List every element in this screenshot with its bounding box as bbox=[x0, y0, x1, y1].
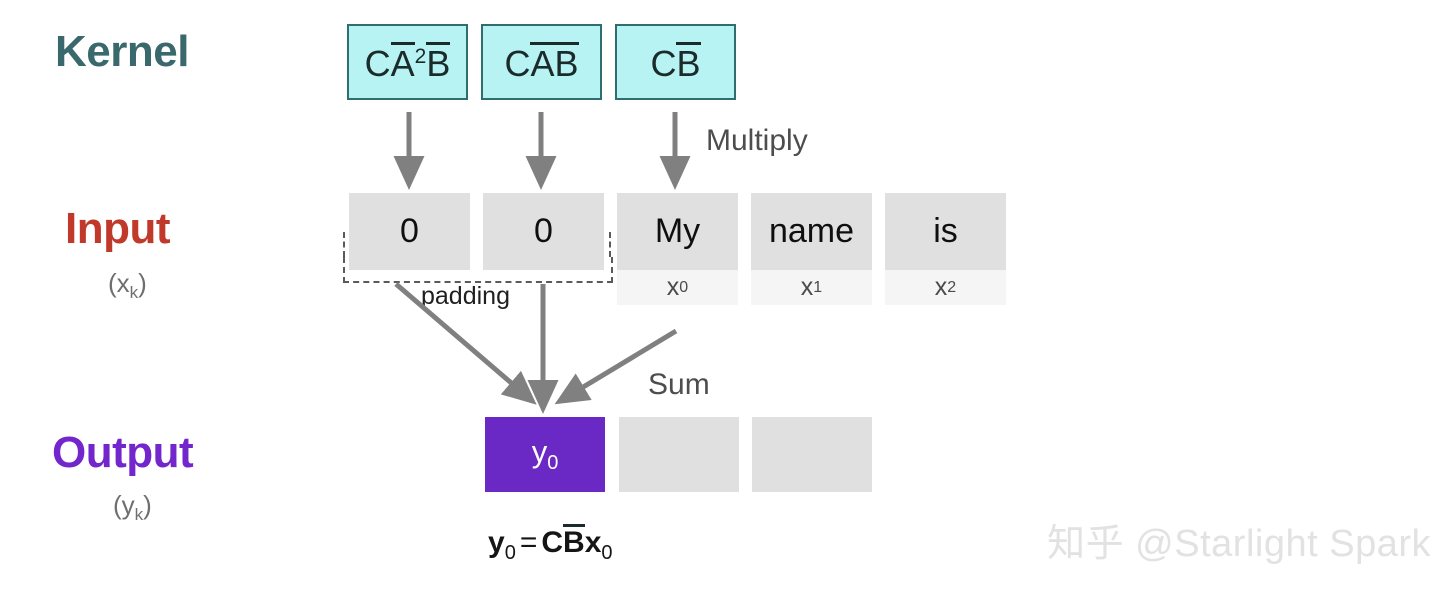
sum-label: Sum bbox=[648, 368, 710, 401]
input-sub-4-idx: 2 bbox=[947, 278, 957, 296]
formula-c: C bbox=[541, 526, 564, 559]
kernel-1-a-bar: A bbox=[530, 42, 555, 84]
kernel-0-c: C bbox=[364, 43, 391, 84]
output-cell-empty-1[interactable] bbox=[619, 417, 739, 492]
kernel-1-c: C bbox=[504, 43, 531, 84]
input-cell-padding-0[interactable]: 0 bbox=[349, 193, 470, 305]
row-label-output: Output bbox=[52, 428, 194, 477]
output-cell-y0[interactable]: y0 bbox=[485, 417, 605, 492]
kernel-0-a-bar: A bbox=[390, 42, 415, 84]
formula-x-sub: 0 bbox=[601, 542, 613, 564]
formula-b-bar: B bbox=[563, 524, 585, 559]
input-sub-open: (x bbox=[108, 268, 130, 298]
input-cell-value-4: is bbox=[885, 193, 1006, 270]
input-cell-value-0: 0 bbox=[349, 193, 470, 270]
multiply-label: Multiply bbox=[706, 124, 808, 157]
row-sublabel-input: (xk) bbox=[108, 268, 147, 303]
row-label-input: Input bbox=[65, 204, 171, 253]
formula-lhs-sub: 0 bbox=[504, 542, 516, 564]
kernel-1-b-bar: B bbox=[554, 42, 579, 84]
input-cell-value-3: name bbox=[751, 193, 872, 270]
output-0-base: y bbox=[531, 433, 548, 469]
kernel-box-cab[interactable]: CAB bbox=[481, 24, 602, 100]
formula-lhs: y bbox=[488, 526, 505, 559]
input-sub-3-base: x bbox=[800, 273, 814, 301]
input-sub-index: k bbox=[129, 283, 139, 303]
kernel-0-b-bar: B bbox=[426, 42, 451, 84]
row-label-kernel: Kernel bbox=[55, 27, 189, 76]
input-sub-2-idx: 0 bbox=[679, 278, 689, 296]
kernel-box-cb[interactable]: CB bbox=[615, 24, 736, 100]
kernel-0-exponent: 2 bbox=[414, 45, 427, 68]
input-sub-close: ) bbox=[138, 268, 147, 298]
input-cell-value-2: My bbox=[617, 193, 738, 270]
padding-label: padding bbox=[421, 282, 510, 310]
input-cell-padding-1[interactable]: 0 bbox=[483, 193, 604, 305]
kernel-expression-2: CB bbox=[650, 42, 701, 84]
formula-y0: y0=CBx0 bbox=[488, 524, 613, 565]
input-sub-2-base: x bbox=[666, 273, 680, 301]
padding-region-outline bbox=[343, 232, 613, 283]
kernel-expression-1: CAB bbox=[504, 42, 579, 84]
kernel-expression-0: CA2B bbox=[365, 42, 451, 82]
input-sub-3-idx: 1 bbox=[813, 278, 823, 296]
kernel-box-ca2b[interactable]: CA2B bbox=[347, 24, 468, 100]
watermark: 知乎 @Starlight Spark bbox=[1047, 523, 1431, 565]
formula-equals: = bbox=[519, 526, 538, 559]
output-sub-close: ) bbox=[143, 490, 152, 520]
kernel-2-b-bar: B bbox=[676, 42, 701, 84]
output-sub-index: k bbox=[134, 505, 144, 525]
output-cell-empty-2[interactable] bbox=[752, 417, 872, 492]
formula-x: x bbox=[584, 526, 602, 559]
kernel-2-c: C bbox=[650, 43, 677, 84]
row-sublabel-output: (yk) bbox=[113, 490, 152, 525]
input-sub-4-base: x bbox=[934, 273, 948, 301]
input-cell-value-1: 0 bbox=[483, 193, 604, 270]
output-cell-0-text: y0 bbox=[532, 434, 559, 475]
output-sub-open: (y bbox=[113, 490, 135, 520]
output-0-sub: 0 bbox=[547, 452, 559, 475]
